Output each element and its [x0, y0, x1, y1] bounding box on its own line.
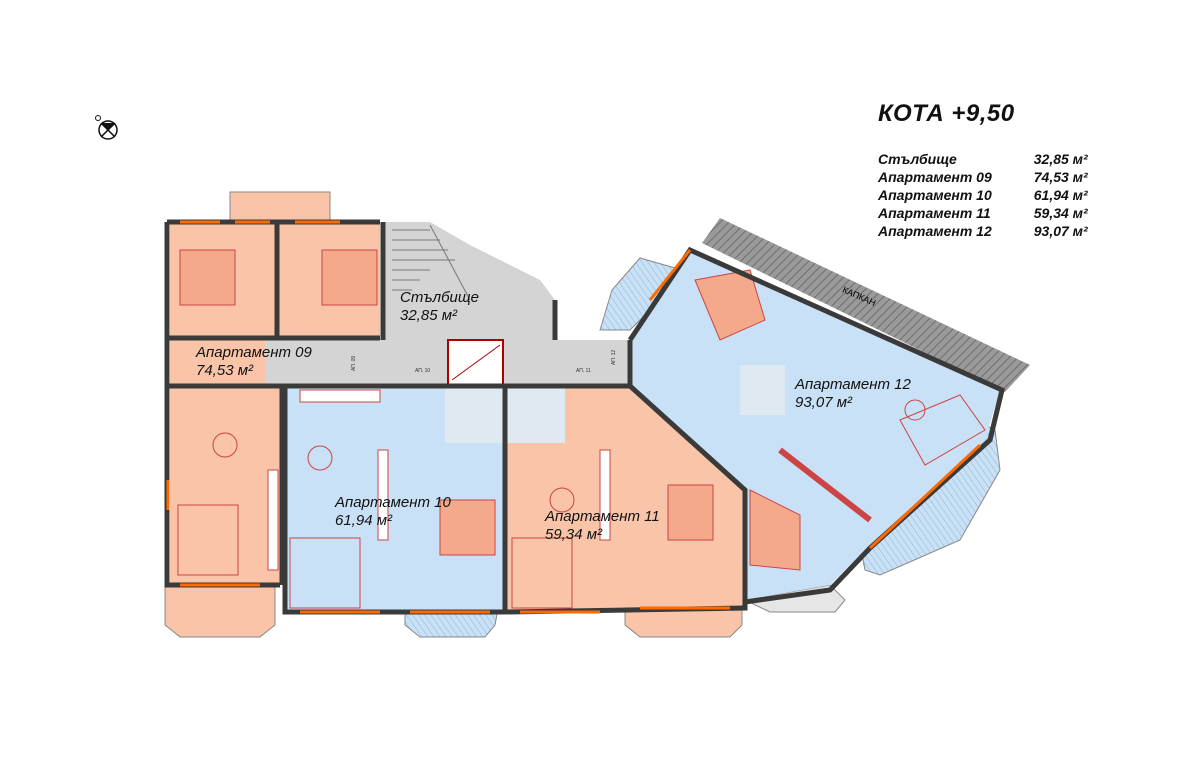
- sofa: [511, 537, 573, 609]
- apt11-area: 59,34 м²: [545, 526, 603, 543]
- legend-name: Апартамент 12: [878, 223, 992, 239]
- legend-area: 59,34 м²: [1033, 205, 1088, 221]
- apartment-09[interactable]: [170, 222, 380, 583]
- sofa: [289, 537, 361, 609]
- area-legend: КОТА +9,50 Стълбище 32,85 м² Апартамент 0…: [878, 100, 1088, 240]
- legend-name: Апартамент 10: [878, 187, 992, 203]
- apartment-10[interactable]: [285, 388, 503, 610]
- legend-row: Апартамент 10 61,94 м²: [878, 186, 1088, 204]
- dining-table: [549, 487, 575, 513]
- sofa: [899, 394, 986, 466]
- apt09-name: Апартамент 09: [195, 344, 312, 361]
- table: [904, 399, 926, 421]
- legend-name: Стълбище: [878, 151, 957, 167]
- sofa: [177, 504, 239, 576]
- legend-area: 93,07 м²: [1033, 223, 1088, 239]
- legend-row: Апартамент 11 59,34 м²: [878, 204, 1088, 222]
- legend-area: 74,53 м²: [1033, 169, 1088, 185]
- stairwell-area: 32,85 м²: [400, 307, 458, 324]
- apt09-door-label[interactable]: АП. 09: [351, 356, 357, 371]
- bed: [179, 249, 236, 306]
- bed: [667, 484, 714, 541]
- apt11-door-label[interactable]: АП. 11: [576, 368, 591, 374]
- bed: [439, 499, 496, 556]
- apt11-name: Апартамент 11: [544, 508, 660, 525]
- roof-strip: КАПКАН: [702, 218, 1030, 392]
- apt12-door-label[interactable]: АП. 12: [611, 350, 617, 365]
- bed: [321, 249, 378, 306]
- apt12-area: 93,07 м²: [795, 394, 853, 411]
- legend-name: Апартамент 11: [878, 205, 991, 221]
- apartment-12[interactable]: [630, 250, 1000, 600]
- bed: [694, 269, 766, 341]
- stairwell[interactable]: [385, 222, 555, 386]
- legend-row: Стълбище 32,85 м²: [878, 150, 1088, 168]
- legend-area: 61,94 м²: [1033, 187, 1088, 203]
- legend-row: Апартамент 09 74,53 м²: [878, 168, 1088, 186]
- bathroom: [740, 365, 785, 415]
- windows: [166, 220, 982, 614]
- apt12-name: Апартамент 12: [794, 376, 911, 393]
- area-table: Стълбище 32,85 м² Апартамент 09 74,53 м² А…: [878, 150, 1088, 240]
- dining-table: [212, 432, 238, 458]
- legend-name: Апартамент 09: [878, 169, 992, 185]
- level-title: КОТА +9,50: [878, 100, 1015, 127]
- bathroom: [445, 388, 503, 443]
- apt10-name: Апартамент 10: [334, 494, 451, 511]
- dining-table: [307, 445, 333, 471]
- apt10-door-label[interactable]: АП. 10: [415, 368, 430, 374]
- legend-area: 32,85 м²: [1033, 151, 1088, 167]
- apt10-area: 61,94 м²: [335, 512, 393, 529]
- north-compass-icon: [95, 115, 118, 140]
- apt09-area: 74,53 м²: [196, 362, 254, 379]
- stairwell-name: Стълбище: [400, 289, 479, 306]
- legend-row: Апартамент 12 93,07 м²: [878, 222, 1088, 240]
- bathroom: [505, 388, 565, 443]
- bed: [749, 489, 801, 571]
- apartment-11[interactable]: [505, 388, 745, 610]
